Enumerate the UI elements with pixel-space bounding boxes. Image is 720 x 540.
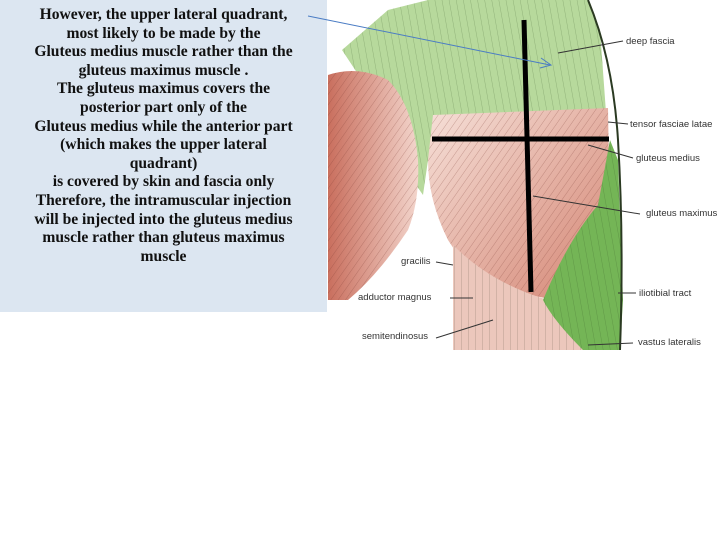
label-gluteus-medius: gluteus medius [636, 153, 700, 164]
text-line: is covered by skin and fascia only [52, 173, 275, 191]
explanation-text: However, the upper lateral quadrant, mos… [0, 0, 327, 266]
label-tensor-fasciae-latae: tensor fasciae latae [630, 119, 713, 130]
text-line: will be injected into the gluteus medius [34, 210, 293, 228]
text-line: muscle [140, 247, 187, 265]
text-line: However, the upper lateral quadrant, [39, 6, 288, 23]
label-deep-fascia: deep fascia [626, 36, 675, 47]
text-line: posterior part only of the [80, 98, 247, 116]
text-line: The gluteus maximus covers the [56, 80, 271, 98]
text-line: Gluteus medius muscle rather than the [34, 43, 293, 61]
text-line: (which makes the upper lateral [60, 136, 267, 154]
text-line: Gluteus medius while the anterior part [34, 117, 293, 135]
explanation-text-panel: However, the upper lateral quadrant, mos… [0, 0, 327, 312]
text-line: muscle rather than gluteus maximus [42, 229, 285, 247]
label-gluteus-maximus: gluteus maximus [646, 208, 718, 219]
label-adductor-magnus: adductor magnus [358, 292, 432, 303]
label-gracilis: gracilis [401, 256, 431, 267]
label-iliotibial-tract: iliotibial tract [639, 288, 692, 299]
label-vastus-lateralis: vastus lateralis [638, 337, 701, 348]
text-line: quadrant) [129, 154, 198, 172]
gluteal-anatomy-figure: deep fascia tensor fasciae latae gluteus… [328, 0, 720, 352]
label-semitendinosus: semitendinosus [362, 331, 429, 342]
text-line: Therefore, the intramuscular injection [35, 191, 292, 209]
text-line: most likely to be made by the [66, 24, 261, 42]
text-line: gluteus maximus muscle . [78, 61, 249, 79]
